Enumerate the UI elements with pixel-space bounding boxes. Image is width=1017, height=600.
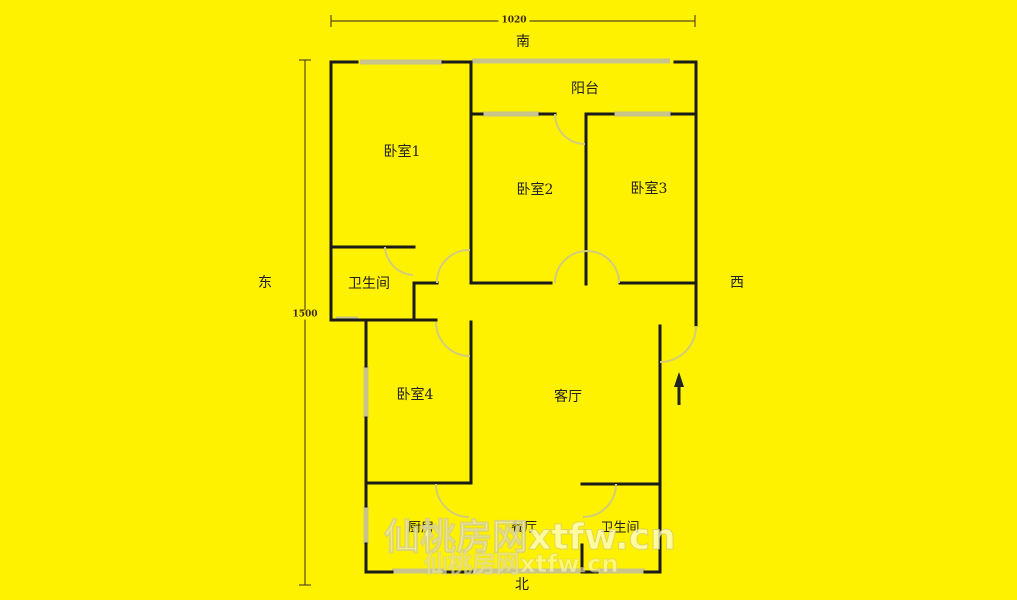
room-label-balcony: 阳台 (571, 81, 599, 97)
room-label-bedroom1: 卧室1 (383, 144, 421, 160)
windows (336, 58, 672, 574)
room-label-living-room: 客厅 (554, 389, 582, 405)
door-swings (384, 113, 697, 518)
compass-east: 东 (258, 275, 272, 291)
watermark-main: 仙桃房网xtfw.cn (384, 517, 677, 559)
room-label-kitchen: 厨房 (407, 520, 435, 536)
room-label-bedroom4: 卧室4 (396, 387, 434, 403)
height-dimension-line (299, 59, 311, 586)
walls (329, 60, 698, 574)
room-label-dining-room: 餐厅 (510, 520, 538, 536)
room-label-bedroom2: 卧室2 (516, 182, 554, 198)
width-dimension-label: 1020 (498, 16, 530, 26)
compass-south: 南 (516, 34, 530, 50)
height-dimension-label: 1500 (289, 310, 321, 320)
compass-west: 西 (730, 275, 744, 291)
room-label-bathroom-upper: 卫生间 (348, 276, 390, 292)
watermark-shadow: 仙桃房网xtfw.cn (423, 550, 619, 579)
compass-north: 北 (515, 577, 529, 593)
entrance-arrow-icon (674, 372, 684, 405)
room-label-bathroom-lower: 卫生间 (600, 520, 640, 536)
room-label-bedroom3: 卧室3 (630, 181, 668, 197)
